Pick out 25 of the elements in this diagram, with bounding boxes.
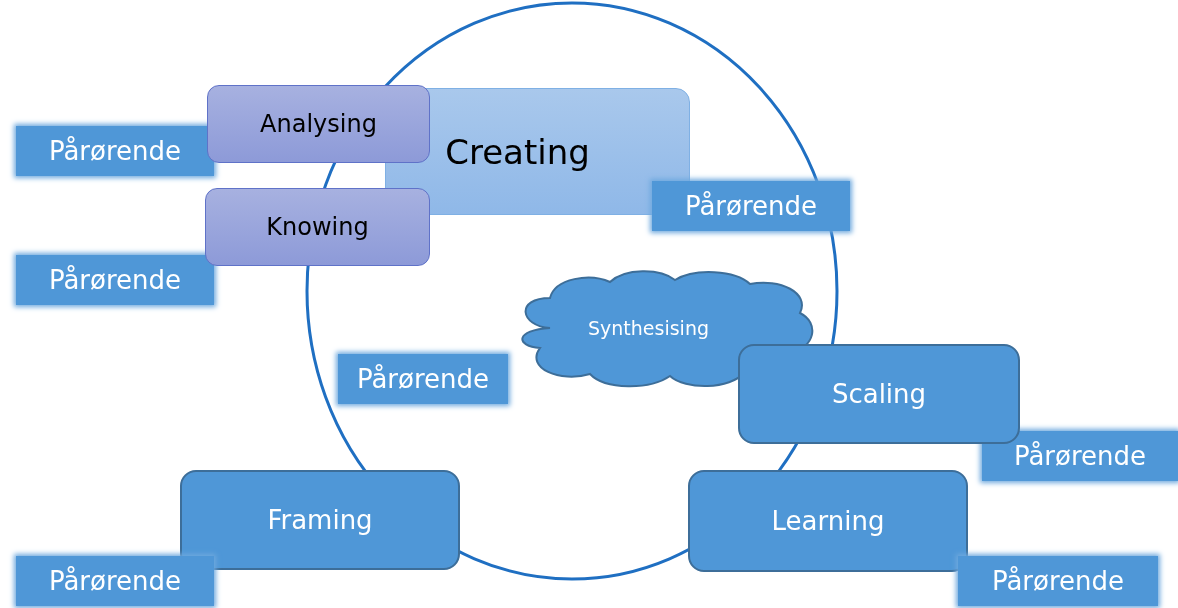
label-box [16, 255, 214, 305]
node-text: Analysing [260, 110, 377, 138]
label-box [16, 126, 214, 176]
node-text: Learning [771, 506, 885, 536]
node-text: Pårørende [48, 265, 182, 295]
node-text: Pårørende [991, 566, 1125, 596]
label-box [338, 354, 508, 404]
node-text: Knowing [266, 213, 369, 241]
label-box [982, 431, 1178, 481]
node-text: Pårørende [684, 191, 818, 221]
node-text: Creating [445, 131, 590, 172]
node-text: Pårørende [356, 364, 490, 394]
node-text: Pårørende [1013, 441, 1147, 471]
node-text: Pårørende [48, 566, 182, 596]
node-text: Framing [267, 505, 373, 535]
process-box [180, 470, 460, 570]
process-box [207, 85, 430, 163]
node-text: Synthesising [588, 317, 709, 339]
label-box [652, 181, 850, 231]
label-box [958, 556, 1158, 606]
label-box [16, 556, 214, 606]
node-text: Scaling [831, 379, 927, 409]
process-box [688, 470, 968, 572]
node-text: Pårørende [48, 136, 182, 166]
process-box [205, 188, 430, 266]
